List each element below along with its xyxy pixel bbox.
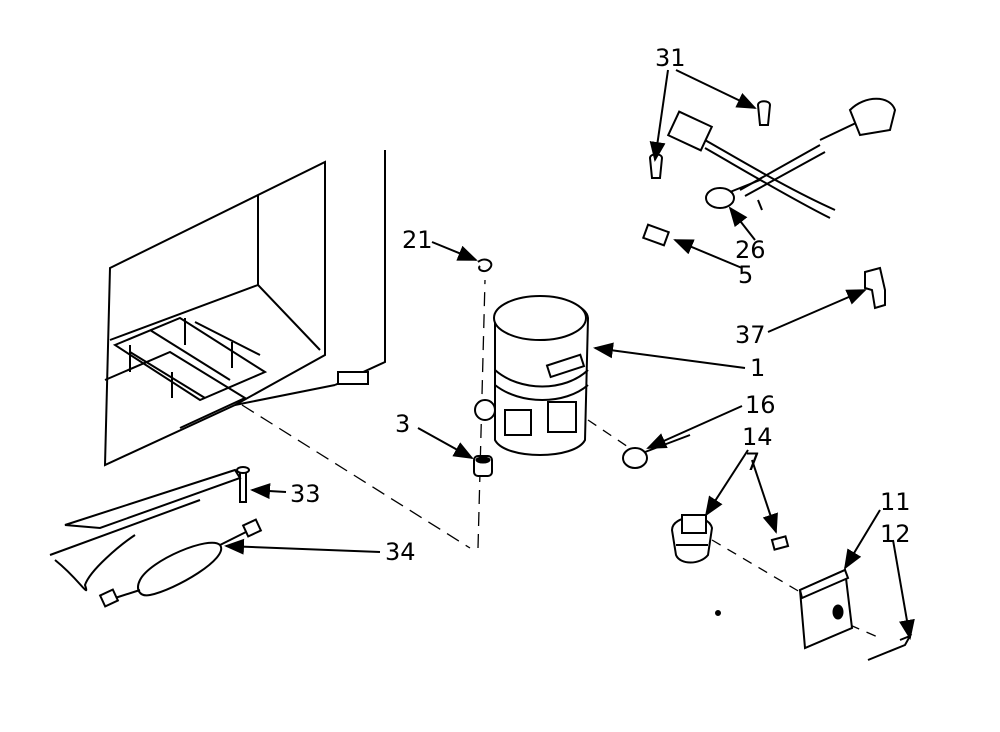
callout-14: 14 [742,423,773,451]
callout-31: 31 [655,44,686,72]
clip-5 [641,223,671,247]
clip-21 [477,258,493,273]
callout-26: 26 [735,236,766,264]
callout-33: 33 [290,480,321,508]
callout-5: 5 [738,261,753,289]
callout-34: 34 [385,538,416,566]
cabinet-housing [103,150,386,467]
callout-16: 16 [745,391,776,419]
leader-lines [224,69,915,640]
callout-11: 11 [880,488,911,516]
callout-1: 1 [750,354,765,382]
callout-7: 7 [745,448,760,476]
screw-33 [236,466,250,503]
callout-12: 12 [880,520,911,548]
tubing-drier-34 [49,468,263,608]
grommet-3 [473,455,493,477]
relay-14 [670,514,714,564]
wiring-harness-26 [666,97,897,219]
spacer-7 [770,535,790,551]
callout-37: 37 [735,321,766,349]
callout-labels: 31 21 26 5 37 1 16 3 14 7 33 34 11 12 [290,44,911,566]
callout-3: 3 [395,410,410,438]
compressor [474,295,590,456]
bracket-37 [864,266,886,310]
relay-cover-11 [715,568,854,650]
callout-21: 21 [402,226,433,254]
clip-12 [867,634,913,661]
overload-cap-16 [622,434,691,469]
